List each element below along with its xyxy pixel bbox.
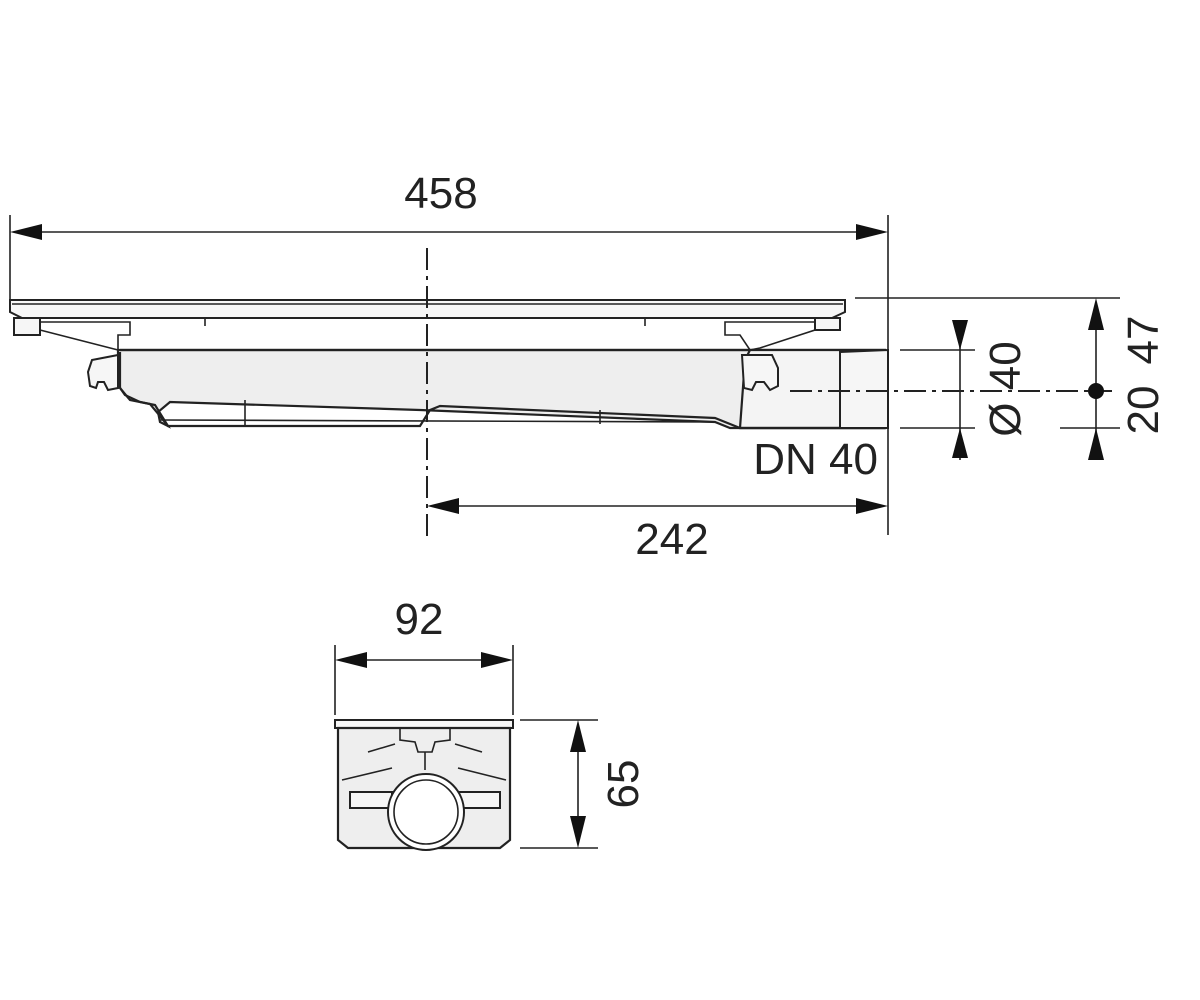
- section-left-clip: [349, 791, 393, 809]
- label-outlet-offset: 242: [635, 515, 708, 564]
- side-view: [9, 248, 1112, 540]
- right-clip: [740, 354, 779, 392]
- label-total-height: 47: [1119, 316, 1168, 365]
- label-outlet-size: DN 40: [753, 435, 878, 484]
- right-edge-clip: [814, 317, 841, 331]
- label-outlet-height: 20: [1119, 386, 1168, 435]
- label-section-height: 65: [599, 760, 648, 809]
- left-bracket: [39, 321, 131, 352]
- section-view: [334, 719, 514, 851]
- label-overall-length: 458: [404, 169, 477, 218]
- dimension-outlet-offset: 242: [427, 498, 888, 564]
- dimension-heights: 47 20: [855, 297, 1168, 460]
- label-outlet-diameter: Ø 40: [981, 341, 1030, 436]
- left-clip: [86, 353, 119, 392]
- dimension-width: 92: [334, 595, 514, 715]
- dimension-outlet-diameter: Ø 40: [900, 320, 1030, 460]
- section-top-plate: [334, 719, 514, 729]
- outlet-spigot: [839, 348, 889, 429]
- dimension-overall-length: 458: [9, 169, 889, 535]
- right-bracket: [724, 321, 816, 351]
- label-width: 92: [395, 595, 444, 644]
- left-edge-clip: [13, 317, 41, 336]
- section-outlet-circle: [387, 773, 465, 851]
- channel-bottom: [118, 352, 885, 430]
- dimension-section-height: 65: [520, 719, 648, 849]
